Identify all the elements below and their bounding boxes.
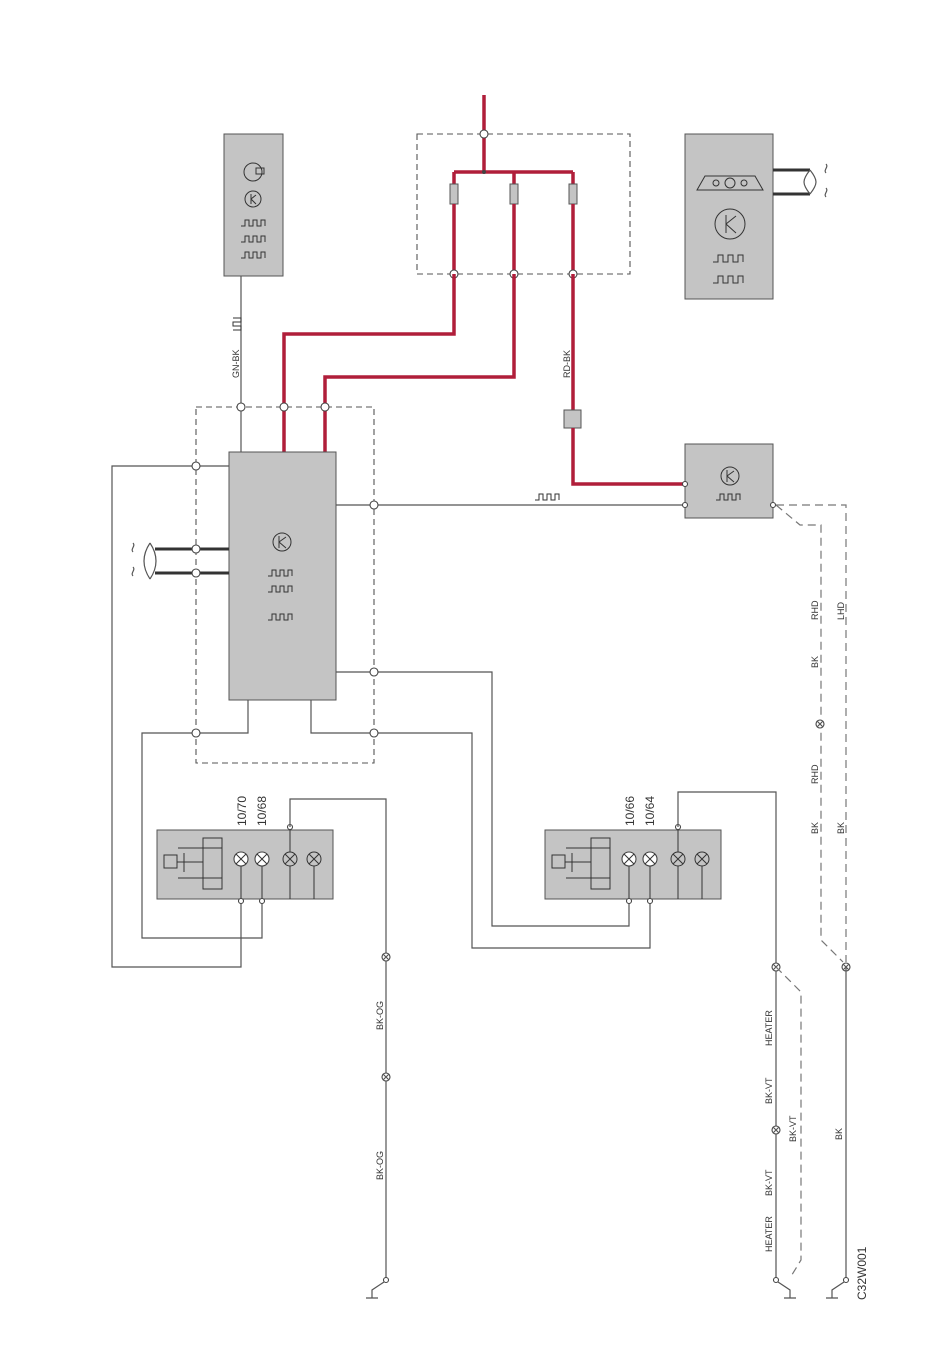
ground-symbol xyxy=(826,1278,849,1299)
inline-connector xyxy=(564,410,581,428)
wire-label: BK xyxy=(810,822,820,834)
connector-node xyxy=(321,403,329,411)
connector-node xyxy=(370,501,378,509)
signal-pulse-icon xyxy=(535,494,559,500)
connector-node xyxy=(480,130,488,138)
lamp-icon xyxy=(643,852,657,866)
pin-label: 10/66 xyxy=(623,796,637,826)
connector-node xyxy=(192,462,200,470)
signal-pulse-icon xyxy=(241,220,265,226)
fuse-1 xyxy=(450,184,458,204)
wire-label: RHD xyxy=(810,600,820,620)
display-module xyxy=(685,134,827,299)
connector-pin xyxy=(683,482,688,487)
pin-label: 10/70 xyxy=(235,796,249,826)
fuse-2 xyxy=(510,184,518,204)
signal-pulse-icon xyxy=(268,570,292,576)
pin-label: 10/68 xyxy=(255,796,269,826)
wire-label: BK xyxy=(834,1128,844,1140)
fuse-box-border xyxy=(417,134,630,274)
wire-continuation-icon xyxy=(825,164,827,197)
fuse-outputs xyxy=(454,204,573,274)
lamp-icon xyxy=(234,852,248,866)
lhd-dashed-wire xyxy=(776,505,846,962)
wire-label: HEATER xyxy=(764,1216,774,1252)
twisted-pair-icon xyxy=(144,543,156,579)
fuse-3 xyxy=(569,184,577,204)
wire-label: BK-VT xyxy=(764,1169,774,1196)
wire-right-2 xyxy=(311,700,650,948)
control-module-box xyxy=(229,452,336,700)
connector-pin xyxy=(648,899,653,904)
signal-pulse-icon xyxy=(268,586,292,592)
control-module xyxy=(229,452,336,700)
connector-node xyxy=(280,403,288,411)
wire-label: BK xyxy=(810,656,820,668)
signal-pulse-icon xyxy=(716,494,740,500)
power-wire-3b xyxy=(573,428,685,484)
wire-label: BK-OG xyxy=(375,1001,385,1030)
twisted-pair-icon xyxy=(804,170,816,194)
wire-label: RHD xyxy=(810,764,820,784)
switch-panel-right xyxy=(545,825,721,904)
power-feed xyxy=(454,95,573,184)
signal-pulse-icon xyxy=(268,614,292,620)
pin-label: 10/64 xyxy=(643,796,657,826)
sensor-module xyxy=(224,134,283,276)
wire-label: HEATER xyxy=(764,1010,774,1046)
signal-pulse-icon xyxy=(241,252,265,258)
connector-pin xyxy=(239,899,244,904)
display-module-box xyxy=(685,134,773,299)
connector-pin xyxy=(627,899,632,904)
rhd-dashed-wire xyxy=(776,505,843,962)
wire-label: BK-OG xyxy=(375,1151,385,1180)
connector-node xyxy=(192,545,200,553)
connector-node xyxy=(237,403,245,411)
wire-label: RD-BK xyxy=(562,350,572,378)
signal-pulse-icon xyxy=(241,236,265,242)
wire-label: BK xyxy=(836,822,846,834)
wire-label: BK-VT xyxy=(788,1115,798,1142)
ground-symbol xyxy=(366,1278,389,1299)
can-bus-wires xyxy=(155,549,229,573)
wire-label: GN-BK xyxy=(231,349,241,378)
lamp-icon xyxy=(622,852,636,866)
connector-node xyxy=(370,668,378,676)
right-control-module-box xyxy=(685,444,773,518)
wire-continuation-icon xyxy=(132,543,134,576)
diagram-id: C32W001 xyxy=(855,1246,869,1300)
switch-panel-left xyxy=(157,825,333,904)
connector-pin xyxy=(771,503,776,508)
junction-dot xyxy=(482,170,486,174)
connector-node xyxy=(192,569,200,577)
ground-symbol xyxy=(774,1278,797,1299)
wire-label: BK-VT xyxy=(764,1077,774,1104)
connector-node xyxy=(370,729,378,737)
wire-label: LHD xyxy=(836,601,846,620)
power-wire-2 xyxy=(325,274,514,452)
signal-pulse-icon xyxy=(713,276,743,283)
connector-pin xyxy=(260,899,265,904)
signal-pulse-icon xyxy=(233,318,241,330)
connector-node xyxy=(192,729,200,737)
lamp-icon xyxy=(255,852,269,866)
fuse-box xyxy=(417,95,630,278)
right-control-module xyxy=(683,444,776,518)
power-wire-1 xyxy=(284,274,454,452)
connector-pin xyxy=(683,503,688,508)
signal-pulse-icon xyxy=(713,255,743,262)
